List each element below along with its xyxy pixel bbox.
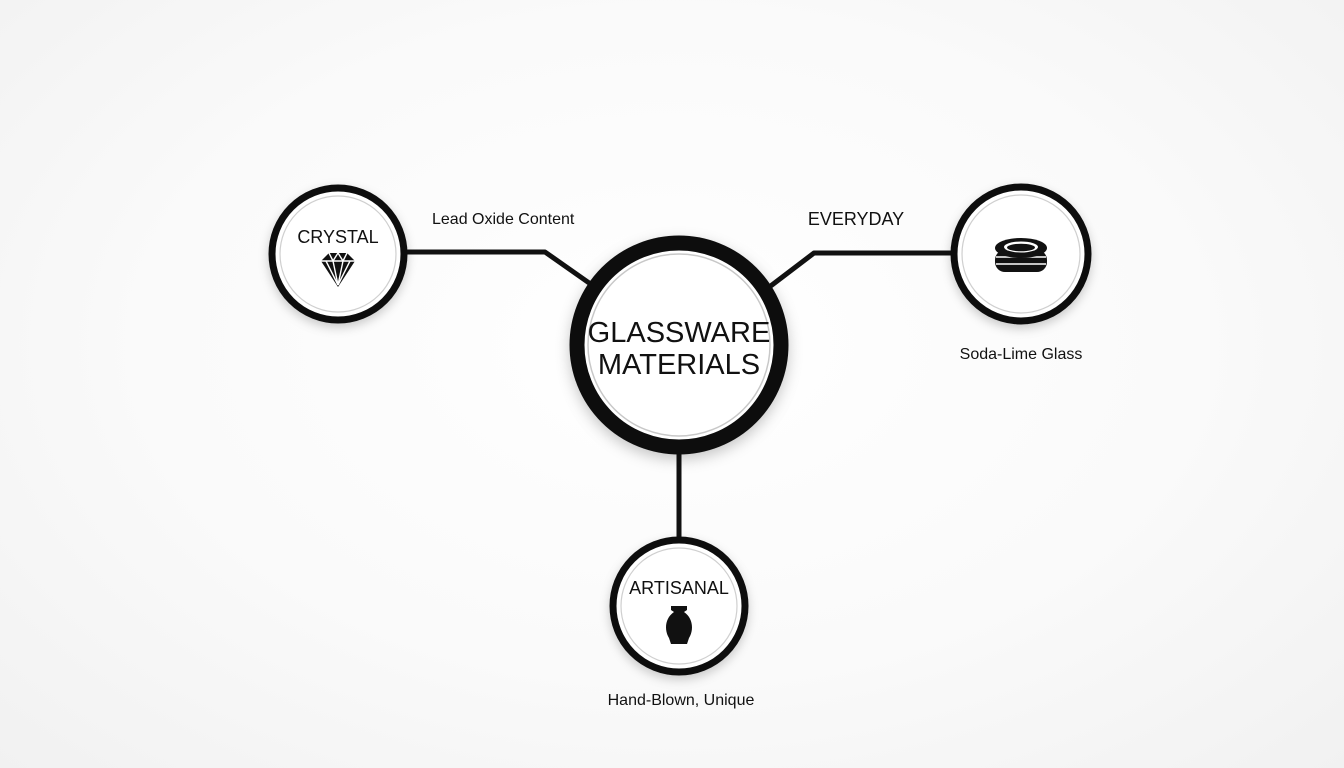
stacked-plates-icon — [995, 238, 1047, 272]
connectors — [405, 249, 952, 540]
connector-label-crystal: Lead Oxide Content — [432, 211, 575, 228]
artisanal-description: Hand-Blown, Unique — [608, 692, 755, 709]
connector-everyday — [766, 250, 952, 290]
artisanal-title: ARTISANAL — [629, 578, 729, 598]
crystal-title: CRYSTAL — [297, 227, 378, 247]
center-title-line1: GLASSWARE — [588, 317, 771, 349]
connector-crystal — [405, 249, 594, 288]
diamond-icon — [321, 252, 355, 287]
center-node — [569, 235, 789, 455]
everyday-title: EVERYDAY — [808, 209, 904, 229]
vase-icon — [666, 606, 692, 644]
everyday-description: Soda-Lime Glass — [960, 346, 1083, 363]
center-title-line2: MATERIALS — [598, 349, 760, 381]
